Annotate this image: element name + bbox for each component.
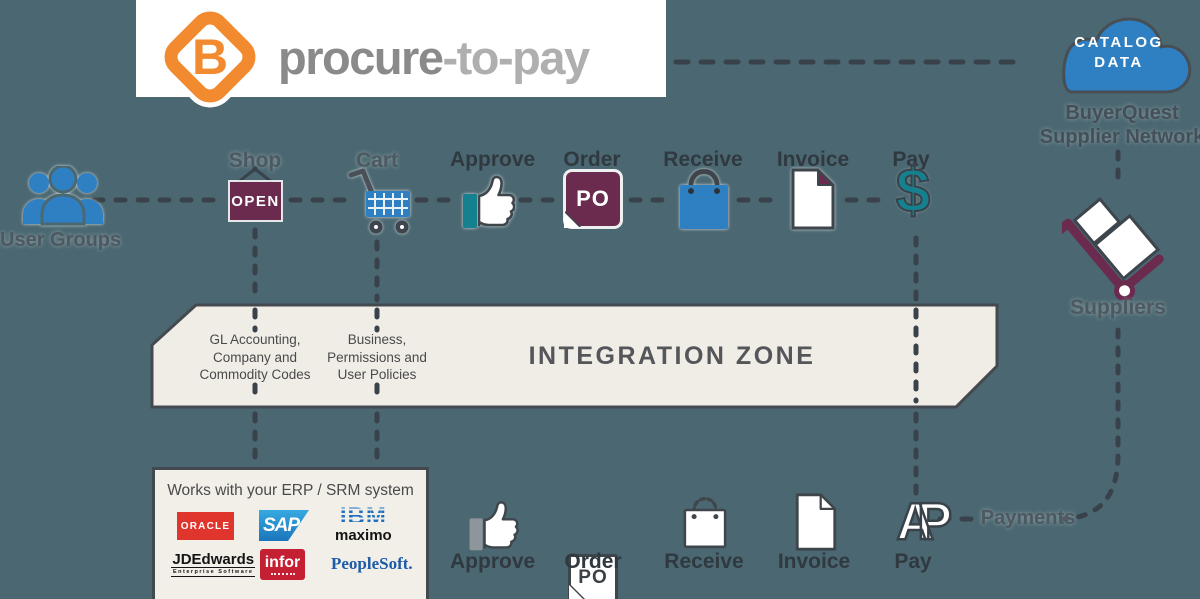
- zone-col1-line3: Commodity Codes: [199, 367, 311, 382]
- purchase-order-icon: PO: [564, 172, 620, 228]
- zone-column-gl: GL Accounting, Company and Commodity Cod…: [180, 331, 330, 384]
- zone-column-business: Business, Permissions and User Policies: [302, 331, 452, 384]
- order-outline-icon: PO: [568, 554, 618, 599]
- jdedwards-logo-text: JDEdwards: [172, 551, 255, 568]
- approve-bottom-label: Approve: [450, 550, 536, 573]
- invoice-document-icon: [791, 168, 835, 230]
- catalog-data-cloud: [1036, 4, 1200, 106]
- approve-thumbs-up-outline-icon: [469, 501, 519, 551]
- jdedwards-tagline: Enterprise Software: [171, 567, 256, 577]
- approve-thumbs-up-icon: [463, 175, 515, 228]
- open-sign-text: OPEN: [231, 192, 280, 210]
- pay-label: Pay: [892, 148, 930, 171]
- zone-col1-line2: Company and: [212, 349, 298, 365]
- zone-col2-line1: Business,: [347, 332, 407, 347]
- page-curl: [569, 585, 585, 599]
- peoplesoft-logo-text: PeopleSoft.: [331, 554, 413, 573]
- suppliers-handtruck-icon: [1062, 197, 1164, 300]
- open-sign: OPEN: [230, 182, 281, 220]
- brand-to-pay: -to-pay: [442, 31, 591, 84]
- open-sign-hanger-icon: [235, 166, 275, 184]
- po-text: PO: [576, 186, 610, 211]
- receive-bag-outline-icon: [683, 496, 727, 549]
- receive-label: Receive: [663, 148, 743, 171]
- erp-box-title: Works with your ERP / SRM system: [167, 482, 414, 499]
- cart-icon: [348, 168, 410, 234]
- user-groups-icon: [23, 166, 103, 226]
- infor-logo: infor: [260, 549, 305, 580]
- approve-label: Approve: [450, 148, 536, 171]
- brand-procure: procure: [278, 31, 444, 84]
- erp-srm-box: Works with your ERP / SRM system ORACLE …: [152, 467, 429, 599]
- shop-label: Shop: [228, 149, 282, 172]
- integration-zone-title: INTEGRATION ZONE: [528, 342, 816, 370]
- logo-letter: B: [191, 28, 229, 85]
- dashed-connectors: [91, 59, 1121, 522]
- cloud-label: CATALOG DATA: [1064, 33, 1174, 73]
- suppliers-label: Suppliers: [1070, 296, 1166, 319]
- ibm-maximo-logo: IBM maximo: [335, 503, 392, 544]
- invoice-bottom-label: Invoice: [777, 550, 851, 573]
- order-bottom-label: Order: [564, 550, 622, 573]
- oracle-logo: ORACLE: [177, 512, 234, 540]
- jdedwards-logo: JDEdwards Enterprise Software: [171, 551, 256, 577]
- invoice-outline-icon: [795, 493, 837, 551]
- zone-col2-line2: Permissions and: [327, 349, 427, 365]
- supplier-network-caption: BuyerQuest Supplier Network: [1040, 101, 1200, 149]
- receive-bottom-label: Receive: [664, 550, 744, 573]
- zone-col1-line1: GL Accounting,: [209, 332, 301, 347]
- cloud-icon: [1062, 17, 1192, 94]
- integration-zone-shape: [150, 303, 999, 409]
- receive-bag-icon: [680, 169, 728, 229]
- oracle-logo-text: ORACLE: [180, 520, 231, 532]
- brand-wordmark: procure-to-pay: [278, 30, 591, 85]
- network-caption-line2: Supplier Network: [1039, 126, 1200, 148]
- pay-bottom-label: Pay: [894, 550, 932, 573]
- network-caption-line1: BuyerQuest: [1065, 102, 1179, 124]
- payments-label: Payments: [980, 507, 1076, 529]
- user-groups-label: User Groups: [0, 229, 122, 251]
- infor-logo-text: infor: [264, 553, 301, 571]
- infor-logo-dots: [270, 572, 295, 575]
- cloud-label-line2: DATA: [1094, 54, 1144, 71]
- ap-text: AP: [895, 493, 953, 551]
- cloud-label-line1: CATALOG: [1074, 34, 1164, 51]
- sap-logo-text: SAP: [263, 514, 300, 536]
- accounts-payable-icon: AP: [886, 493, 953, 551]
- zone-col2-line3: User Policies: [337, 367, 417, 382]
- order-label: Order: [563, 148, 621, 171]
- maximo-logo-text: maximo: [335, 527, 392, 544]
- peoplesoft-logo: PeopleSoft.: [331, 554, 413, 574]
- po-outline-text: PO: [578, 567, 608, 588]
- page-curl: [564, 212, 580, 228]
- ibm-logo-text: IBM: [339, 503, 387, 530]
- invoice-label: Invoice: [776, 148, 850, 171]
- dollar-icon: $: [895, 157, 931, 226]
- cart-label: Cart: [355, 149, 398, 172]
- sap-logo: SAP: [259, 510, 309, 541]
